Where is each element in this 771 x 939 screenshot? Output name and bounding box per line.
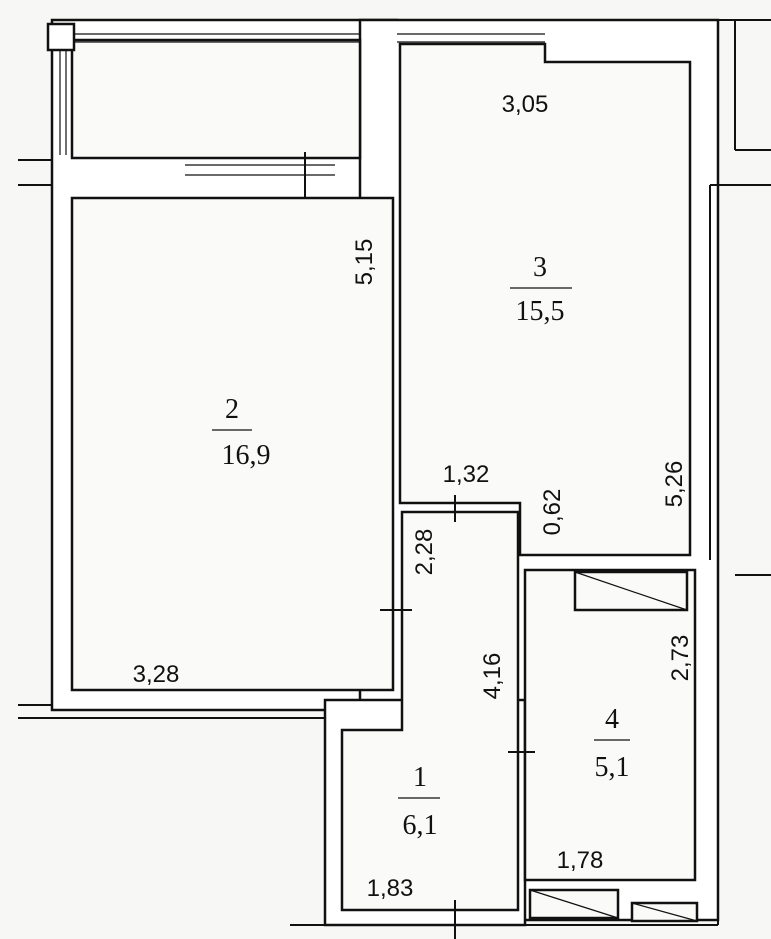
room-number: 1 [413, 762, 427, 793]
balcony [46, 22, 545, 212]
dim-room3-height: 5,26 [661, 461, 688, 508]
ventilation-shafts [528, 570, 699, 923]
dim-room2-width: 3,28 [133, 661, 180, 688]
room-1 [340, 510, 520, 912]
room-area: 16,9 [222, 440, 271, 471]
room-area: 5,1 [595, 752, 630, 783]
room-4 [523, 568, 697, 882]
dim-corridor-height: 4,16 [479, 653, 506, 700]
room-area: 15,5 [516, 296, 565, 327]
dim-corridor-upper: 2,28 [411, 529, 438, 576]
dim-room1-width: 1,83 [367, 875, 414, 902]
room-label-2: 2 16,9 [212, 394, 271, 471]
dim-room2-height: 5,15 [351, 239, 378, 286]
room-3 [398, 42, 692, 557]
dim-room4-width: 1,78 [557, 847, 604, 874]
room-2 [70, 196, 395, 692]
room-number: 2 [225, 394, 239, 425]
dim-niche-depth: 0,62 [539, 489, 566, 536]
dim-room4-height: 2,73 [667, 635, 694, 682]
door-marks [380, 495, 535, 939]
room-number: 3 [533, 252, 547, 283]
dimension-labels: 3,05 5,15 1,32 0,62 5,26 2,28 3,28 4,16 … [133, 91, 694, 902]
room-label-3: 3 15,5 [510, 252, 572, 327]
room-number: 4 [605, 704, 619, 735]
room-label-1: 1 6,1 [398, 762, 440, 841]
dim-room3-width: 3,05 [502, 91, 549, 118]
room-label-4: 4 5,1 [594, 704, 630, 783]
dim-passage-width: 1,32 [443, 461, 490, 488]
room-area: 6,1 [403, 810, 438, 841]
